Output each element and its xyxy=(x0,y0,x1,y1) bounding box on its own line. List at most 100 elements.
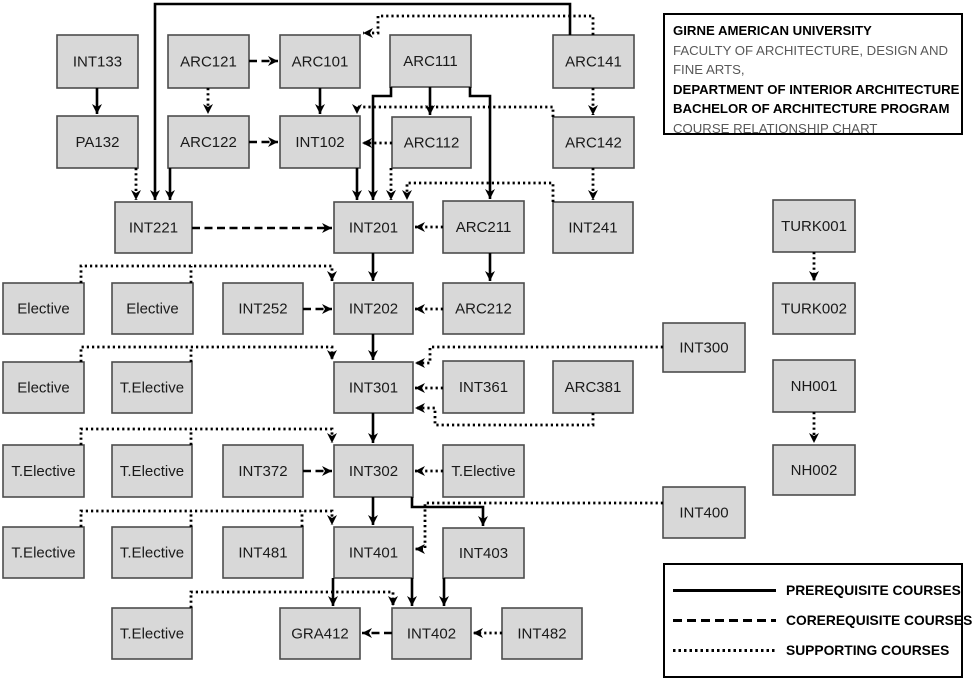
title-line: FINE ARTS, xyxy=(673,62,745,77)
course-label: INT361 xyxy=(459,379,508,396)
legend-label: PREREQUISITE COURSES xyxy=(786,582,961,598)
course-box-rect xyxy=(662,486,746,539)
course-label: INT202 xyxy=(349,301,398,318)
course-label: NH002 xyxy=(791,462,838,479)
edge-solid-ARC141-INT221 xyxy=(150,2,572,200)
course-label: NH001 xyxy=(791,378,838,395)
course-box-INT201: INT201 xyxy=(333,201,414,254)
edge-dotted-INT241-INT201 xyxy=(402,181,555,202)
course-box-t-elective-10: T.Elective xyxy=(111,607,193,660)
course-label: INT221 xyxy=(129,220,178,237)
course-label: ARC141 xyxy=(565,54,622,71)
course-label: ARC381 xyxy=(565,379,622,396)
course-label: ARC121 xyxy=(180,54,237,71)
course-box-ARC141: ARC141 xyxy=(552,34,635,89)
course-box-rect xyxy=(279,607,361,660)
course-box-rect xyxy=(2,361,85,414)
course-box-ARC212: ARC212 xyxy=(442,282,525,335)
course-box-rect xyxy=(114,201,193,254)
course-label: PA132 xyxy=(76,134,120,151)
title-line: GIRNE AMERICAN UNIVERSITY xyxy=(673,23,872,38)
course-box-t-elective-9b: T.Elective xyxy=(111,526,193,579)
legend-label: SUPPORTING COURSES xyxy=(786,643,950,659)
edge-dotted-ARC141-ARC101 xyxy=(363,14,595,38)
course-label: T.Elective xyxy=(120,463,184,480)
course-label: INT201 xyxy=(349,220,398,237)
title-line: FACULTY OF ARCHITECTURE, DESIGN AND xyxy=(673,42,949,58)
course-box-INT252: INT252 xyxy=(222,282,304,335)
course-box-TURK002: TURK002 xyxy=(772,282,856,335)
course-box-ARC122: ARC122 xyxy=(167,115,250,169)
edge-dotted-elective-6a-INT301 xyxy=(79,345,337,362)
course-label: ARC112 xyxy=(404,135,460,152)
edge-dotted-INT400-INT401 xyxy=(415,501,663,554)
course-box-PA132: PA132 xyxy=(56,115,139,169)
course-box-rect xyxy=(222,282,304,335)
course-box-INT481: INT481 xyxy=(222,526,304,579)
course-box-rect xyxy=(772,282,856,335)
course-box-INT482: INT482 xyxy=(501,607,583,660)
course-label: T.Elective xyxy=(451,463,515,480)
edge-dotted-INT300-INT301 xyxy=(415,345,663,368)
edge-solid-INT302-INT403 xyxy=(410,497,488,526)
course-label: T.Elective xyxy=(120,626,184,643)
course-label: TURK001 xyxy=(781,218,847,235)
course-box-ARC142: ARC142 xyxy=(552,116,635,169)
course-box-t-elective-7a: T.Elective xyxy=(2,444,85,498)
course-box-ARC211: ARC211 xyxy=(442,200,525,254)
course-box-ARC101: ARC101 xyxy=(279,34,361,89)
course-box-rect xyxy=(279,115,361,169)
legend-row-dotted: SUPPORTING COURSES xyxy=(673,643,953,658)
course-box-elective-4a: Elective xyxy=(2,282,85,335)
course-label: INT403 xyxy=(459,545,508,562)
course-box-INT133: INT133 xyxy=(56,34,139,89)
course-box-NH002: NH002 xyxy=(772,444,856,496)
legend-row-solid: PREREQUISITE COURSES xyxy=(673,583,961,598)
legend-solid-line-sample xyxy=(673,588,776,592)
legend-dotted-line-sample xyxy=(673,649,776,653)
course-box-INT372: INT372 xyxy=(222,444,304,498)
course-box-rect xyxy=(389,34,472,88)
course-box-rect xyxy=(222,444,304,498)
legend: PREREQUISITE COURSES COREREQUISITE COURSE… xyxy=(663,563,972,678)
course-label: TURK002 xyxy=(781,301,847,318)
course-box-rect xyxy=(552,201,634,254)
legend-label: COREREQUISITE COURSES xyxy=(786,612,973,628)
course-box-INT403: INT403 xyxy=(442,527,525,579)
course-label: ARC212 xyxy=(455,301,512,318)
course-box-ARC111: ARC111 xyxy=(389,34,472,88)
legend-dashed-line-sample xyxy=(673,618,776,622)
course-box-rect xyxy=(111,444,193,498)
course-label: INT482 xyxy=(517,626,566,643)
course-edges-layer xyxy=(79,2,819,638)
course-box-t-elective-7c: T.Elective xyxy=(442,444,525,498)
course-box-rect xyxy=(333,526,414,579)
title-line: BACHELOR OF ARCHITECTURE PROGRAM xyxy=(673,101,950,116)
course-box-rect xyxy=(222,526,304,579)
course-box-rect xyxy=(2,444,85,498)
course-label: ARC142 xyxy=(565,135,622,152)
course-label: INT481 xyxy=(238,545,287,562)
course-box-INT400: INT400 xyxy=(662,486,746,539)
course-box-INT102: INT102 xyxy=(279,115,361,169)
edge-dotted-ARC381-INT301 xyxy=(415,403,595,427)
course-box-INT402: INT402 xyxy=(391,607,472,660)
course-box-GRA412: GRA412 xyxy=(279,607,361,660)
course-box-rect xyxy=(391,116,472,169)
course-label: T.Elective xyxy=(120,380,184,397)
course-label: ARC211 xyxy=(456,219,512,236)
course-box-TURK001: TURK001 xyxy=(772,199,856,253)
course-label: INT252 xyxy=(238,301,287,318)
course-label: T.Elective xyxy=(11,463,75,480)
course-box-rect xyxy=(56,115,139,169)
course-label: ARC101 xyxy=(292,54,349,71)
course-box-ARC121: ARC121 xyxy=(167,34,250,89)
legend-row-dashed: COREREQUISITE COURSES xyxy=(673,613,972,628)
course-label: T.Elective xyxy=(120,545,184,562)
course-box-elective-6a: Elective xyxy=(2,361,85,414)
course-box-rect xyxy=(552,34,635,89)
course-box-ARC381: ARC381 xyxy=(552,360,634,414)
